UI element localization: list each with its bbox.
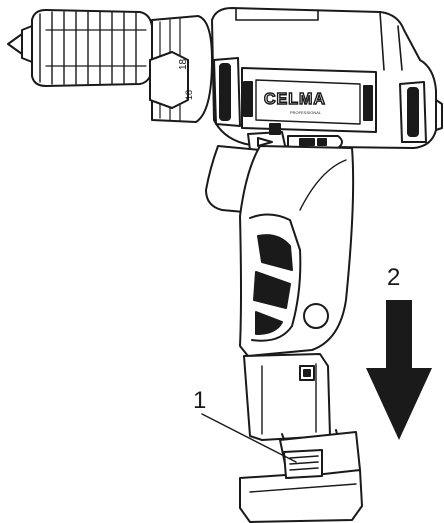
brand-panel xyxy=(241,67,377,133)
brand-logo: CELMA xyxy=(264,91,326,108)
callout-1-label: 1 xyxy=(193,387,207,414)
battery-release-button xyxy=(283,449,323,479)
handle-grip xyxy=(239,145,355,357)
callout-2-label: 2 xyxy=(387,264,401,291)
svg-text:18: 18 xyxy=(184,90,194,100)
chuck-tip xyxy=(7,25,33,63)
torque-collar: 18 18 xyxy=(149,15,213,123)
chuck xyxy=(31,9,153,87)
brand-subtext: PROFESSIONAL xyxy=(290,110,322,115)
callout-1-leader xyxy=(201,413,297,463)
removal-direction-arrow xyxy=(366,300,432,440)
svg-text:18: 18 xyxy=(178,58,189,70)
